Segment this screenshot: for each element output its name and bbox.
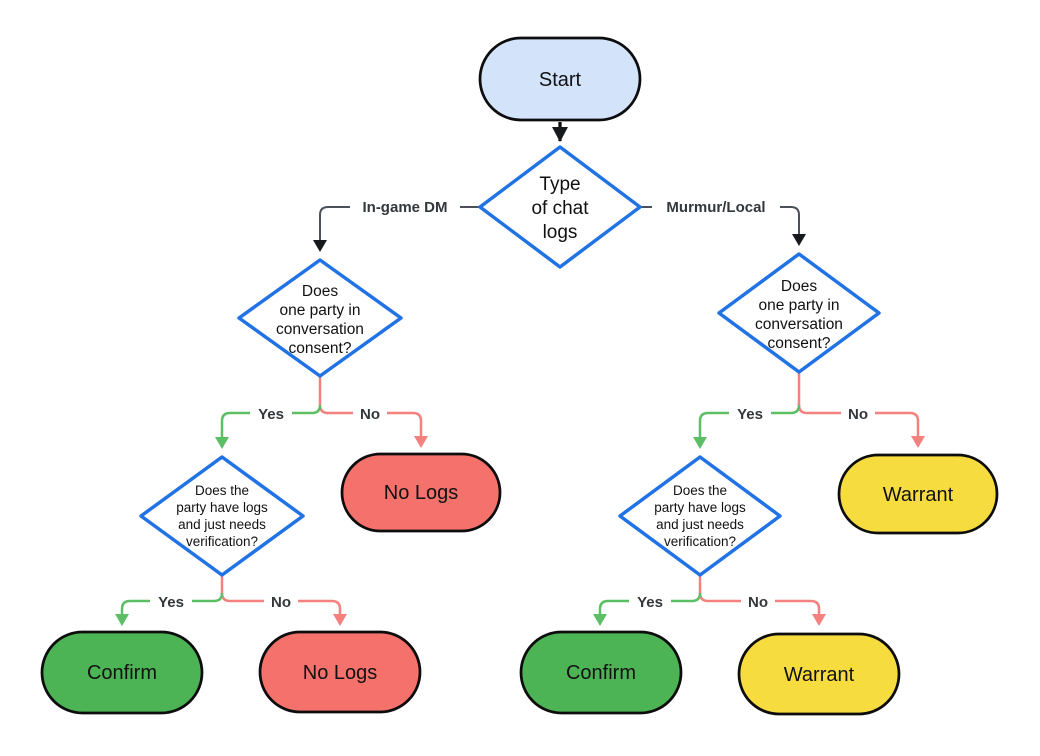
label-bg: [150, 593, 192, 610]
consent-left-line3: conversation: [276, 321, 364, 338]
edge-label-text: No: [360, 406, 380, 423]
verify-left-line3: and just needs: [178, 517, 266, 532]
consent-left-line1: Does: [302, 283, 338, 300]
warrant-bottom-right-label: Warrant: [784, 664, 855, 686]
edge-label-text: Murmur/Local: [666, 199, 765, 216]
edge-label-yes-verify-right: Yes: [629, 593, 671, 611]
label-bg: [841, 405, 875, 422]
verify-decision-right-node: Does the party have logs and just needs …: [618, 455, 782, 577]
confirm-bottom-left-label: Confirm: [87, 662, 157, 684]
verify-left-line2: party have logs: [176, 500, 268, 515]
warrant-mid-right-shape: [837, 453, 999, 535]
no-logs-bottom-left-node: No Logs: [258, 630, 422, 714]
edge-verify-right-yes: [593, 592, 702, 626]
edge-label-text: No: [271, 594, 291, 611]
edge-label-text: Yes: [637, 594, 663, 611]
consent-decision-right-node: Does one party in conversation consent?: [717, 252, 881, 374]
consent-decision-right-shape: [717, 252, 881, 374]
verify-left-line4: verification?: [186, 534, 258, 549]
verify-decision-left-node: Does the party have logs and just needs …: [139, 455, 305, 577]
no-logs-mid-left-label: No Logs: [384, 482, 459, 504]
confirm-bottom-right-node: Confirm: [519, 630, 683, 715]
edge-consent-right-yes: [693, 404, 801, 449]
edge-type-to-consent-right: [641, 206, 806, 246]
start-node-label: Start: [539, 69, 582, 91]
label-bg: [264, 593, 298, 610]
edge-verify-left-yes: [115, 592, 224, 626]
edge-consent-left-yes: [215, 404, 322, 449]
edge-label-no-verify-left: No: [264, 593, 298, 611]
consent-right-line4: consent?: [768, 335, 831, 352]
verify-right-line2: party have logs: [654, 500, 746, 515]
start-node-shape: [478, 36, 642, 122]
type-decision-shape: [478, 145, 642, 269]
consent-right-line1: Does: [781, 278, 817, 295]
edge-label-text: No: [848, 406, 868, 423]
consent-right-line2: one party in: [759, 297, 840, 314]
warrant-mid-right-node: Warrant: [837, 453, 999, 535]
label-bg: [652, 197, 780, 216]
verify-right-line1: Does the: [673, 483, 727, 498]
consent-left-line4: consent?: [289, 340, 352, 357]
edge-label-yes-consent-left: Yes: [250, 405, 292, 423]
type-decision-line3: logs: [543, 222, 578, 243]
type-decision-line1: Type: [539, 174, 580, 195]
consent-left-line2: one party in: [280, 302, 361, 319]
label-bg: [629, 593, 671, 610]
label-bg: [250, 405, 292, 422]
edge-label-no-consent-right: No: [841, 405, 875, 423]
confirm-bottom-right-shape: [519, 630, 683, 715]
confirm-bottom-left-node: Confirm: [40, 630, 204, 715]
edge-label-text: Yes: [737, 406, 763, 423]
label-bg: [353, 405, 387, 422]
label-bg: [729, 405, 771, 422]
edge-label-in-game-dm: In-game DM: [350, 197, 460, 216]
warrant-mid-right-label: Warrant: [883, 484, 954, 506]
warrant-bottom-right-shape: [737, 632, 901, 716]
no-logs-bottom-left-shape: [258, 630, 422, 714]
edge-label-text: In-game DM: [362, 199, 447, 216]
verify-left-line1: Does the: [195, 483, 249, 498]
verify-right-line4: verification?: [664, 534, 736, 549]
edge-label-text: No: [748, 594, 768, 611]
warrant-bottom-right-node: Warrant: [737, 632, 901, 716]
edge-label-text: Yes: [258, 406, 284, 423]
type-decision-node: Type of chat logs: [478, 145, 642, 269]
confirm-bottom-left-shape: [40, 630, 204, 715]
edge-label-murmur-local: Murmur/Local: [652, 197, 780, 216]
no-logs-mid-left-node: No Logs: [340, 452, 502, 533]
edge-label-no-consent-left: No: [353, 405, 387, 423]
verify-right-line3: and just needs: [656, 517, 744, 532]
consent-decision-left-shape: [237, 258, 403, 378]
confirm-bottom-right-label: Confirm: [566, 662, 636, 684]
start-node: Start: [478, 36, 642, 122]
edge-label-text: Yes: [158, 594, 184, 611]
edge-label-yes-consent-right: Yes: [729, 405, 771, 423]
label-bg: [350, 197, 460, 216]
verify-decision-left-shape: [139, 455, 305, 577]
label-bg: [741, 593, 775, 610]
edge-label-no-verify-right: No: [741, 593, 775, 611]
no-logs-bottom-left-label: No Logs: [303, 662, 378, 684]
verify-decision-right-shape: [618, 455, 782, 577]
no-logs-mid-left-shape: [340, 452, 502, 533]
edge-type-to-consent-left: [313, 206, 479, 252]
edge-label-yes-verify-left: Yes: [150, 593, 192, 611]
type-decision-line2: of chat: [531, 198, 589, 219]
consent-right-line3: conversation: [755, 316, 843, 333]
consent-decision-left-node: Does one party in conversation consent?: [237, 258, 403, 378]
